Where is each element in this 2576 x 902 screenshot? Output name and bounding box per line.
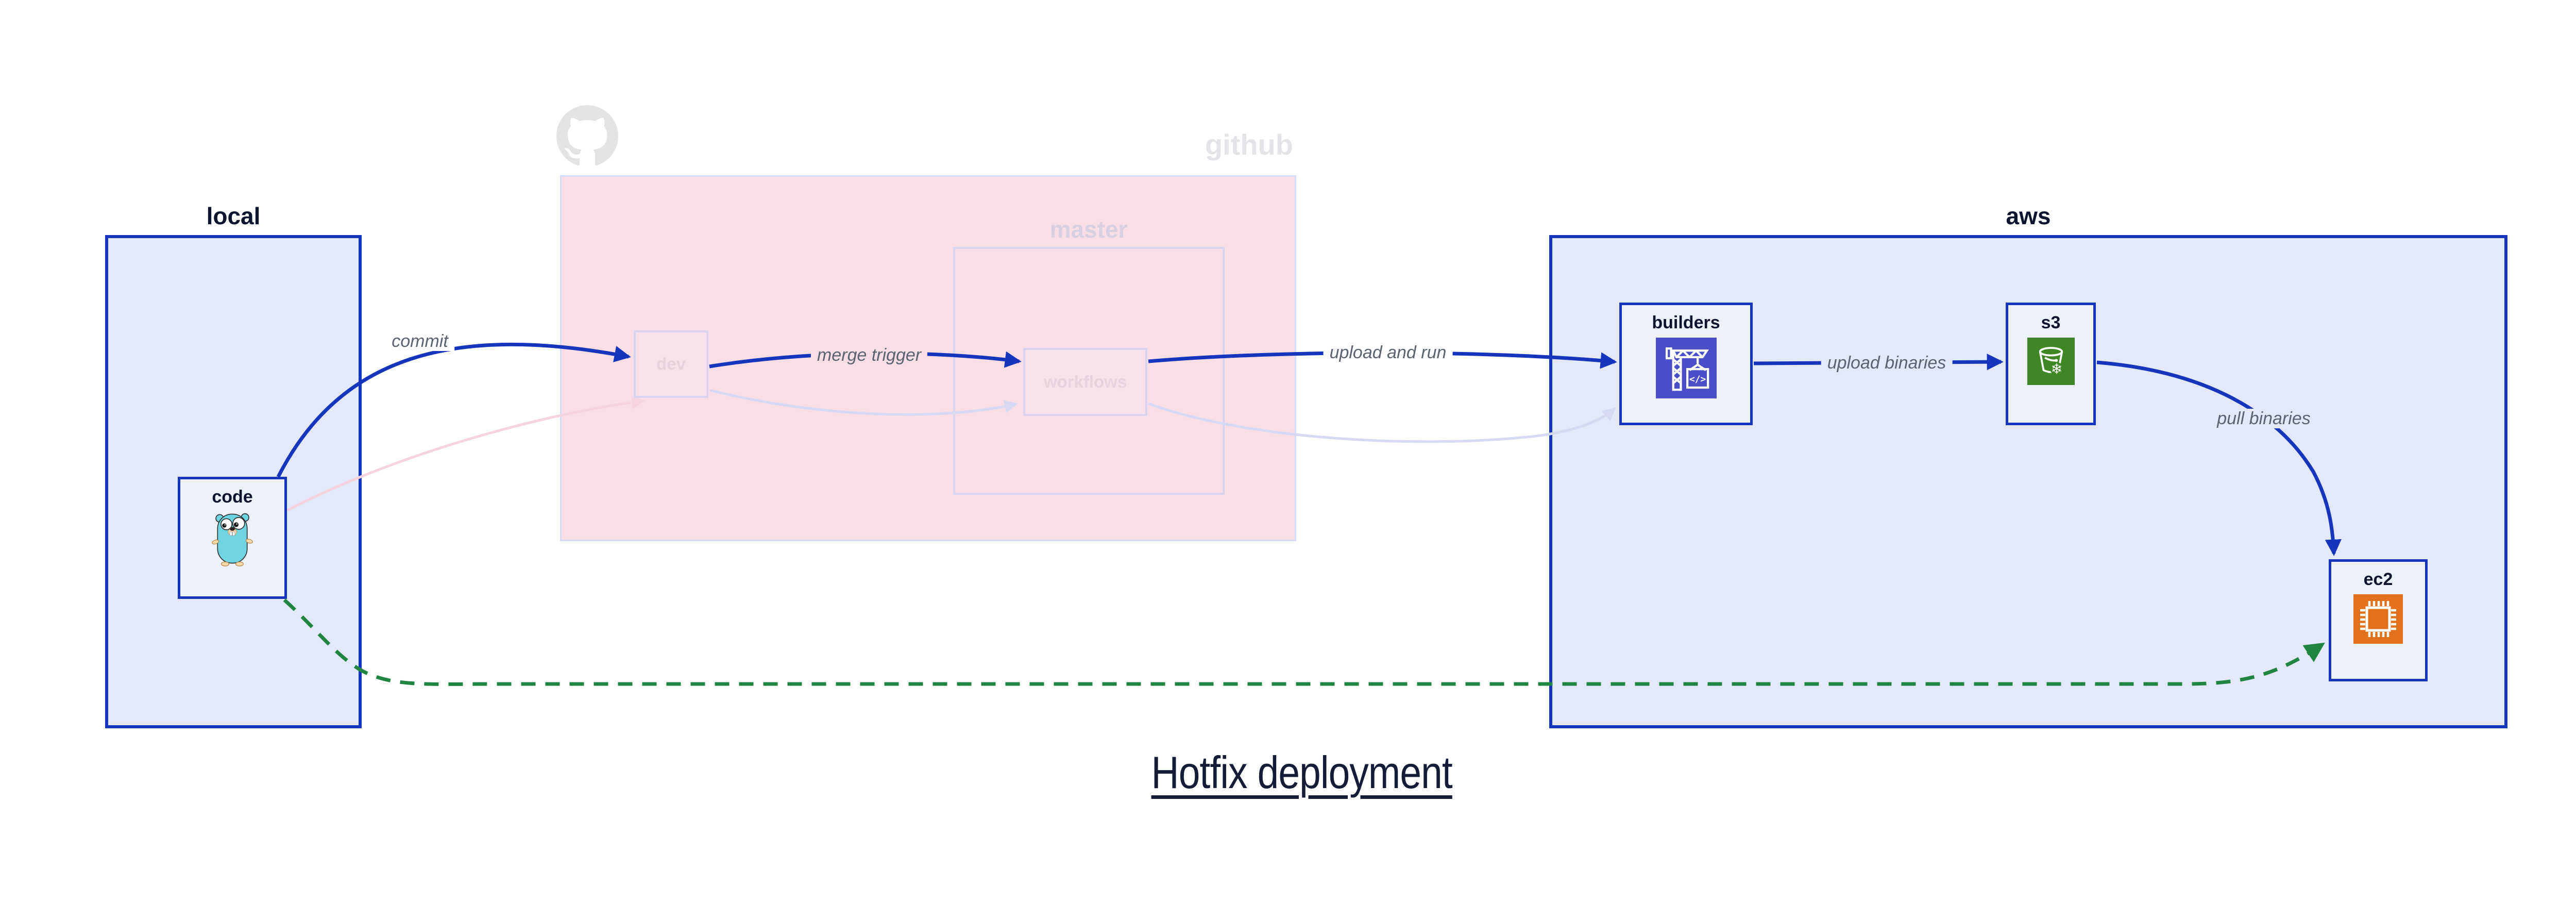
github-cluster-label: github [1205,128,1293,161]
diagram-title: Hotfix deployment [1151,747,1453,798]
workflows-node-label: workflows [1043,372,1127,391]
master-cluster [953,247,1225,495]
ec2-chip-icon [2353,594,2403,646]
s3-node-label: s3 [2041,313,2061,332]
octocat-icon [556,105,618,170]
node-s3: s3 ❄ [2006,303,2096,425]
edge-label-pull-binaries: pull binaries [2211,409,2317,428]
ec2-node-label: ec2 [2363,570,2393,589]
node-builders: builders </> [1619,303,1753,425]
node-ec2: ec2 [2329,559,2428,681]
edge-label-upload-binaries: upload binaries [1821,353,1953,373]
aws-cluster-label: aws [2006,203,2051,229]
node-dev: dev [634,330,708,398]
svg-text:❄: ❄ [2050,361,2062,377]
edge-label-upload-and-run: upload and run [1323,343,1453,362]
node-code: code [178,477,287,599]
codebuild-crane-icon: </> [1655,338,1717,401]
builders-node-label: builders [1652,313,1720,332]
local-cluster-label: local [206,203,261,229]
edge-label-commit: commit [385,331,454,351]
svg-text:</>: </> [1689,374,1706,385]
diagram-title-row: Hotfix deployment [0,746,2576,799]
code-node-label: code [212,487,253,507]
s3-bucket-snowflake-icon: ❄ [2027,338,2075,388]
node-workflows: workflows [1023,348,1147,416]
go-gopher-icon [211,510,253,570]
master-cluster-label: master [1049,216,1128,243]
dev-node-label: dev [656,354,686,374]
edge-label-merge-trigger: merge trigger [810,345,928,365]
